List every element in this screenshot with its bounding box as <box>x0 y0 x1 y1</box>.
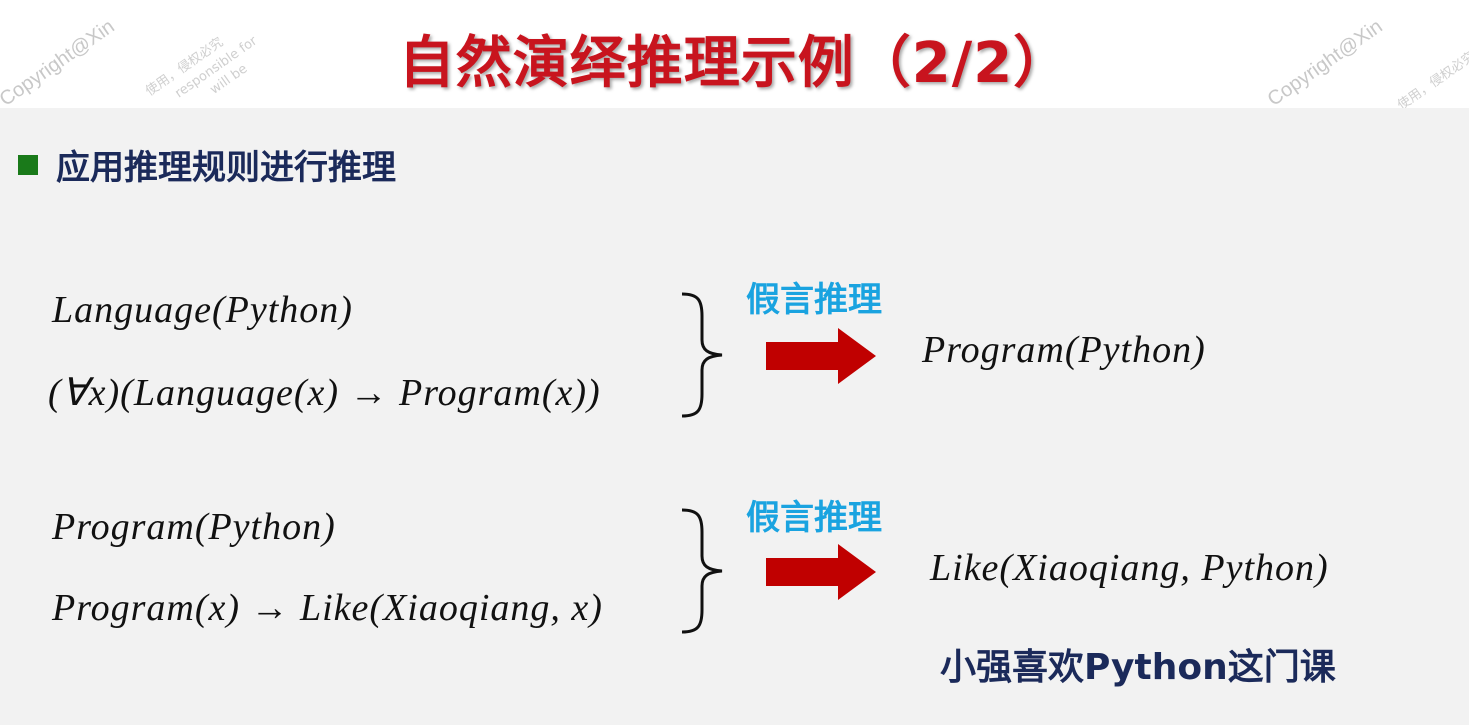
group2-conclusion: Like(Xiaoqiang, Python) <box>930 547 1329 589</box>
page-title: 自然演绎推理示例（2/2） <box>398 31 1071 96</box>
slide-content: 应用推理规则进行推理 Language(Python) (∀x)(Languag… <box>0 108 1469 725</box>
group2-premise1: Program(Python) <box>52 506 336 548</box>
bullet-square-icon <box>18 154 38 175</box>
group1-premise2: (∀x)(Language(x) → Program(x)) <box>48 372 601 414</box>
group1-premise1: Language(Python) <box>52 289 353 331</box>
group2-right-arrow-icon <box>766 544 876 600</box>
group2-rule-label: 假言推理 <box>746 498 882 538</box>
group1-rule-label: 假言推理 <box>746 280 882 320</box>
bullet-text: 应用推理规则进行推理 <box>56 148 396 188</box>
group2-premise2: Program(x) → Like(Xiaoqiang, x) <box>52 587 603 629</box>
header-band: Copyright@Xin 使用，侵权必究 responsible for wi… <box>0 0 1469 113</box>
bullet-heading: 应用推理规则进行推理 <box>18 140 396 189</box>
group1-conclusion: Program(Python) <box>922 329 1206 371</box>
group1-brace-icon <box>681 292 723 418</box>
group2-brace-icon <box>681 508 723 634</box>
group1-right-arrow-icon <box>766 328 876 384</box>
natural-language-conclusion: 小强喜欢Python这门课 <box>940 647 1336 688</box>
